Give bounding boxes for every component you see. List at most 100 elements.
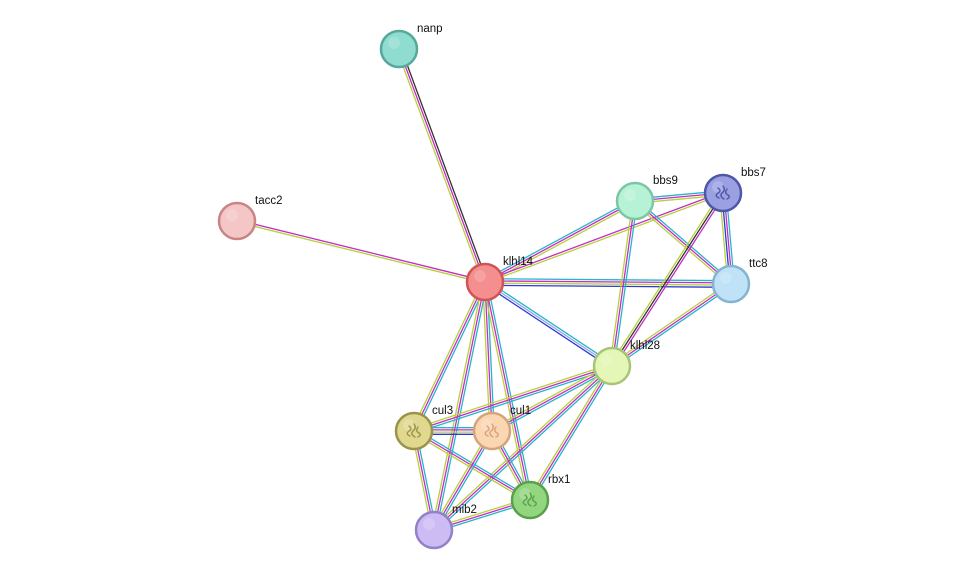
edge-evidence-known_experimental — [433, 281, 486, 531]
edge-evidence-known_experimental — [398, 48, 486, 283]
node-circle[interactable] — [592, 346, 632, 386]
edge-evidence-known_database — [531, 366, 615, 502]
edge-klhl14-cul3[interactable] — [411, 280, 488, 433]
edge-evidence-known_experimental — [529, 365, 613, 501]
edge-evidence-known_experimental — [613, 193, 726, 368]
edge-evidence-known_experimental — [634, 200, 732, 285]
node-circle[interactable] — [379, 29, 419, 69]
node-highlight — [519, 488, 531, 500]
edge-evidence-textmining — [236, 221, 485, 284]
edge-bbs9-klhl28[interactable] — [609, 200, 638, 367]
edge-evidence-coexpression — [611, 192, 724, 367]
nodes-layer: nanp tacc2 klhl14 bbs9 bbs7 ttc8 klhl28 cul3 cul… — [217, 23, 768, 550]
edge-evidence-known_database — [485, 279, 614, 365]
node-highlight — [423, 518, 435, 530]
edge-evidence-textmining — [413, 363, 612, 430]
node-tacc2[interactable]: tacc2 — [217, 195, 283, 241]
edge-evidence-textmining — [609, 191, 722, 366]
edge-evidence-known_experimental — [413, 365, 613, 432]
node-label-cul3: cul3 — [432, 405, 453, 417]
node-highlight — [388, 37, 400, 49]
edge-evidence-textmining — [610, 281, 731, 365]
protein-structure-icon — [715, 185, 730, 200]
node-label-cul1: cul1 — [510, 405, 531, 417]
node-nanp[interactable]: nanp — [379, 23, 443, 69]
node-cul3[interactable]: cul3 — [394, 405, 453, 451]
node-label-bbs9: bbs9 — [653, 175, 678, 187]
edge-klhl14-bbs7[interactable] — [484, 191, 724, 284]
edge-evidence-textmining — [527, 364, 611, 500]
edge-klhl14-klhl28[interactable] — [483, 279, 614, 369]
protein-structure-icon — [484, 423, 499, 438]
protein-structure-icon — [522, 492, 537, 507]
edge-evidence-homology — [484, 281, 613, 367]
edge-evidence-known_experimental — [413, 281, 486, 432]
edge-evidence-known_experimental — [611, 283, 732, 367]
edge-evidence-known_experimental — [433, 365, 613, 531]
edge-evidence-known_database — [483, 198, 635, 281]
edge-bbs7-klhl28[interactable] — [609, 191, 726, 368]
edge-klhl14-mib2[interactable] — [431, 281, 488, 531]
edge-evidence-known_database — [612, 285, 733, 369]
node-circle[interactable] — [414, 510, 454, 550]
edge-evidence-known_experimental — [484, 281, 531, 501]
edge-evidence-known_database — [485, 278, 732, 282]
edge-klhl28-rbx1[interactable] — [527, 364, 615, 502]
edge-evidence-textmining — [482, 282, 529, 501]
edge-evidence-known_database — [636, 198, 733, 283]
node-highlight — [474, 270, 486, 282]
node-highlight — [226, 209, 238, 221]
edge-evidence-textmining — [432, 363, 611, 529]
edge-evidence-known_experimental — [484, 200, 636, 283]
edge-evidence-textmining — [485, 193, 724, 284]
edge-evidence-known_database — [414, 367, 613, 434]
node-circle[interactable] — [217, 201, 257, 241]
edge-evidence-predicted_cooccurrence — [483, 283, 612, 369]
node-label-klhl28: klhl28 — [630, 340, 660, 352]
node-rbx1[interactable]: rbx1 — [510, 474, 570, 520]
node-circle[interactable] — [711, 264, 751, 304]
node-klhl14[interactable]: klhl14 — [465, 256, 534, 302]
node-highlight — [712, 181, 724, 193]
node-klhl28[interactable]: klhl28 — [592, 340, 660, 386]
edge-evidence-known_database — [435, 282, 488, 531]
node-label-tacc2: tacc2 — [255, 195, 283, 207]
edge-klhl28-mib2[interactable] — [432, 363, 614, 533]
node-highlight — [601, 354, 613, 366]
node-label-mib2: mib2 — [452, 504, 477, 516]
node-mib2[interactable]: mib2 — [414, 504, 477, 550]
edge-klhl28-cul1[interactable] — [490, 363, 614, 434]
edge-evidence-textmining — [633, 202, 730, 287]
node-highlight — [481, 419, 493, 431]
edge-ttc8-klhl28[interactable] — [610, 281, 733, 369]
node-highlight — [624, 189, 636, 201]
node-circle[interactable] — [615, 181, 655, 221]
edge-evidence-known_database — [486, 281, 533, 500]
edge-klhl14-bbs9[interactable] — [483, 198, 637, 285]
edge-klhl14-ttc8[interactable] — [484, 278, 732, 288]
node-highlight — [720, 272, 732, 284]
node-cul1[interactable]: cul1 — [472, 405, 531, 451]
edge-klhl14-nanp[interactable] — [396, 48, 488, 283]
edge-evidence-textmining — [411, 280, 484, 431]
edge-bbs9-ttc8[interactable] — [633, 198, 733, 287]
edge-evidence-coexpression — [400, 48, 488, 282]
edge-evidence-textmining — [609, 200, 634, 366]
node-circle[interactable] — [465, 262, 505, 302]
edge-evidence-textmining — [431, 281, 484, 530]
edge-klhl14-tacc2[interactable] — [236, 219, 486, 284]
edge-klhl14-rbx1[interactable] — [482, 281, 533, 501]
node-label-bbs7: bbs7 — [741, 167, 766, 179]
node-bbs9[interactable]: bbs9 — [615, 175, 678, 221]
edge-evidence-known_database — [415, 282, 488, 433]
node-highlight — [403, 419, 415, 431]
node-bbs7[interactable]: bbs7 — [703, 167, 766, 213]
edge-evidence-textmining — [490, 363, 612, 430]
edge-evidence-predicted_cooccurrence — [484, 284, 731, 288]
node-ttc8[interactable]: ttc8 — [711, 258, 768, 304]
edge-evidence-textmining — [484, 282, 731, 286]
protein-structure-icon — [406, 423, 421, 438]
edge-klhl28-cul3[interactable] — [413, 363, 613, 434]
